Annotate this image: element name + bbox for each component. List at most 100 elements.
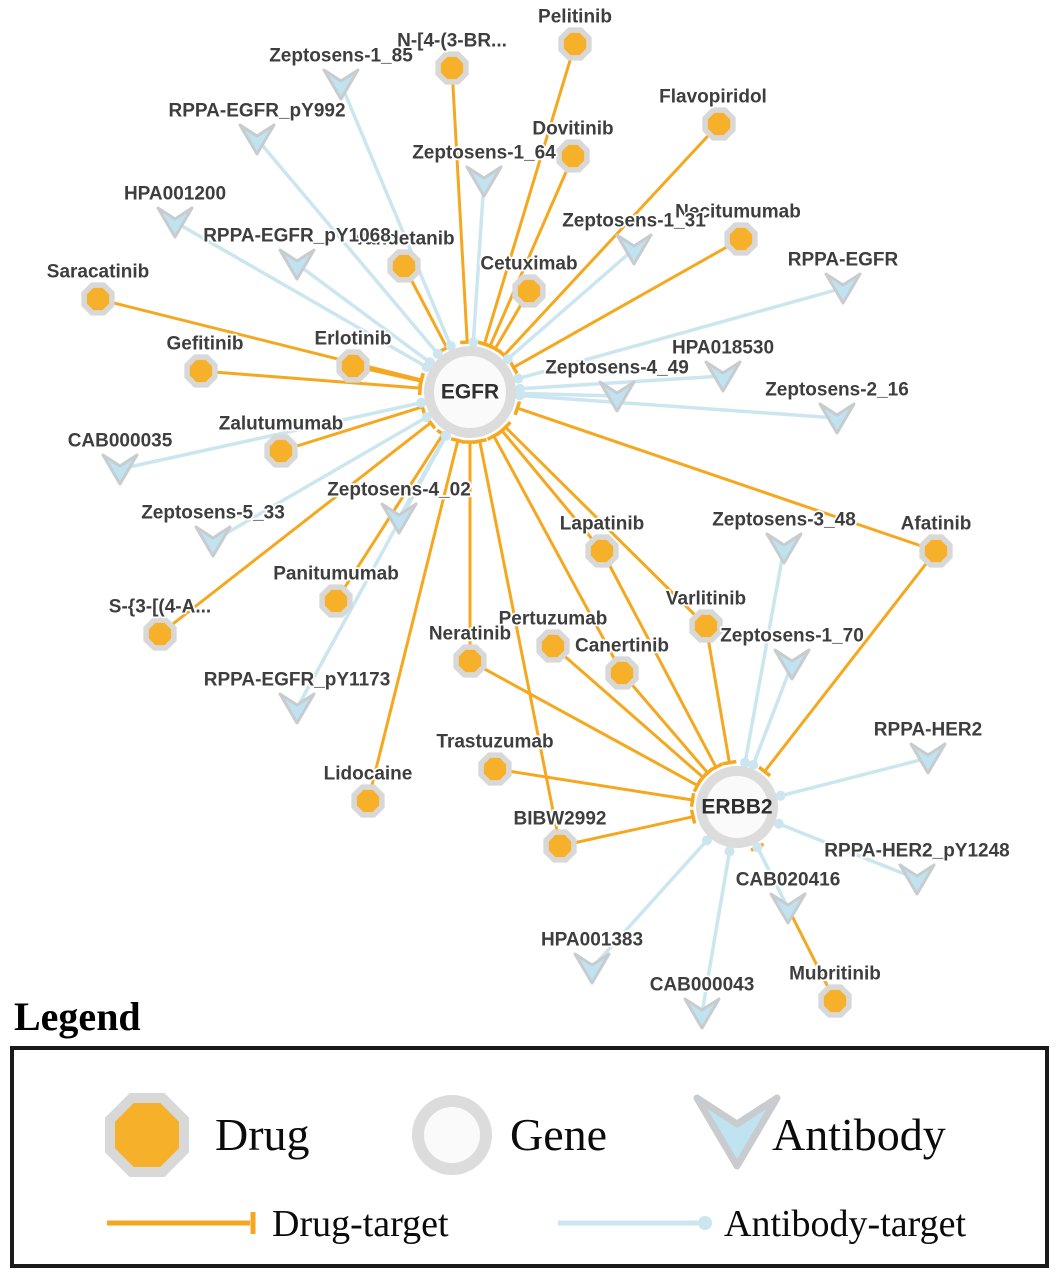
drug-target-edge-lapatinib-egfr <box>500 429 604 552</box>
antibody-target-dot <box>513 373 524 384</box>
drug-target-edge-pelitinib-egfr <box>482 43 577 345</box>
drug-target-edge-dovitinib-egfr <box>488 155 575 347</box>
antibody-node-rppa_py992[interactable] <box>238 123 276 156</box>
antibody-label-zep4_49: Zeptosens-4_49 <box>545 358 689 379</box>
drug-node-zalutumumab[interactable] <box>264 434 298 468</box>
drug-target-edge-lapatinib-erbb2 <box>600 550 718 768</box>
drug-node-varlitinib[interactable] <box>689 609 723 643</box>
legend-gene-icon <box>412 1095 492 1175</box>
drug-target-edge-lidocaine-egfr <box>366 440 460 802</box>
drug-node-mubritinib[interactable] <box>818 984 852 1018</box>
drug-node-s3_4a[interactable] <box>143 617 177 651</box>
antibody-label-hpa018530: HPA018530 <box>672 338 774 359</box>
antibody-node-cab000035[interactable] <box>101 453 139 486</box>
antibody-target-edge-cab000035-egfr <box>119 400 422 471</box>
legend-antibody-target-dot <box>698 1216 712 1230</box>
legend-box <box>10 1046 1049 1268</box>
antibody-node-zep4_02[interactable] <box>380 502 418 535</box>
drug-node-panitumumab[interactable] <box>319 584 353 618</box>
drug-target-tee <box>450 437 466 444</box>
drug-node-necitumumab[interactable] <box>724 222 758 256</box>
drug-node-cetuximab[interactable] <box>512 274 546 308</box>
drug-target-tee <box>697 770 710 784</box>
antibody-target-edge-rppa_py992-egfr <box>255 137 440 355</box>
drug-target-tee <box>417 373 425 389</box>
antibody-node-zep1_64[interactable] <box>465 165 503 198</box>
antibody-target-edge-hpa001383-erbb2 <box>590 839 709 970</box>
drug-target-tee <box>758 765 772 778</box>
antibody-node-hpa001383[interactable] <box>573 952 611 985</box>
drug-node-pertuzumab[interactable] <box>536 629 570 663</box>
drug-node-dovitinib[interactable] <box>556 139 590 173</box>
drug-label-zalutumumab: Zalutumumab <box>219 414 344 435</box>
antibody-node-zep5_33[interactable] <box>194 525 232 558</box>
drug-label-n4_3br: N-[4-(3-BR... <box>397 31 507 52</box>
antibody-target-edge-zep2_16-egfr <box>519 393 838 420</box>
antibody-node-hpa001200[interactable] <box>156 206 194 239</box>
drug-target-tee <box>508 360 519 375</box>
antibody-label-rppa_py1173: RPPA-EGFR_pY1173 <box>204 670 391 691</box>
drug-target-edge-gefitinib-egfr <box>200 369 421 390</box>
antibody-node-rppa_py1068[interactable] <box>278 248 316 281</box>
drug-node-lapatinib[interactable] <box>585 534 619 568</box>
antibody-node-rppa_her2[interactable] <box>909 742 947 775</box>
drug-target-edge-zalutumumab-egfr <box>280 405 423 453</box>
antibody-node-zep3_48[interactable] <box>765 532 803 565</box>
drug-node-gefitinib[interactable] <box>184 354 218 388</box>
drug-node-vandetanib[interactable] <box>387 249 421 283</box>
antibody-target-edge-zep5_33-egfr <box>212 415 428 543</box>
drug-node-saracatinib[interactable] <box>81 282 115 316</box>
drug-label-s3_4a: S-{3-[(4-A... <box>109 597 211 618</box>
drug-label-saracatinib: Saracatinib <box>47 262 149 283</box>
drug-target-edge-n4_3br-egfr <box>450 67 469 343</box>
antibody-label-cab020416: CAB020416 <box>736 870 841 891</box>
drug-target-edge-trastuzumab-erbb2 <box>494 767 693 802</box>
drug-node-neratinib[interactable] <box>453 644 487 678</box>
drug-node-trastuzumab[interactable] <box>478 752 512 786</box>
drug-target-edge-afatinib-egfr <box>516 406 937 553</box>
antibody-node-zep2_16[interactable] <box>818 402 856 435</box>
drug-node-erlotinib[interactable] <box>336 349 370 383</box>
drug-target-edge-flavopiridol-egfr <box>502 122 721 357</box>
antibody-node-zep1_31[interactable] <box>615 233 653 266</box>
antibody-target-edge-zep1_31-egfr <box>506 247 636 361</box>
antibody-target-dot <box>424 357 435 368</box>
antibody-label-zep5_33: Zeptosens-5_33 <box>141 503 285 524</box>
antibody-node-hpa018530[interactable] <box>704 360 742 393</box>
legend-antibody-icon <box>693 1094 781 1170</box>
drug-node-afatinib[interactable] <box>919 534 953 568</box>
antibody-label-hpa001200: HPA001200 <box>124 184 226 205</box>
antibody-node-rppa_egfr[interactable] <box>824 272 862 305</box>
gene-node-egfr[interactable] <box>424 346 516 438</box>
antibody-node-rppa_her2_py1248[interactable] <box>898 863 936 896</box>
antibody-target-edge-hpa001200-egfr <box>174 220 428 369</box>
drug-node-lidocaine[interactable] <box>351 784 385 818</box>
drug-node-pelitinib[interactable] <box>558 27 592 61</box>
antibody-node-zep1_85[interactable] <box>322 68 360 101</box>
antibody-target-edge-rppa_py1173-egfr <box>295 435 448 709</box>
antibody-node-zep1_70[interactable] <box>773 648 811 681</box>
drug-node-canertinib[interactable] <box>605 656 639 690</box>
drug-node-bibw2992[interactable] <box>543 829 577 863</box>
antibody-target-dot <box>441 430 451 441</box>
gene-node-erbb2[interactable] <box>696 766 778 848</box>
legend-drug-icon <box>105 1093 189 1177</box>
antibody-target-dot <box>416 397 427 408</box>
antibody-node-rppa_py1173[interactable] <box>278 692 316 725</box>
antibody-target-edge-rppa_her2_py1248-erbb2 <box>778 822 918 881</box>
antibody-target-edge-rppa_py1068-egfr <box>295 262 431 364</box>
drug-node-n4_3br[interactable] <box>435 51 469 85</box>
antibody-target-edge-cab000043-erbb2 <box>700 851 732 1014</box>
drug-target-tee <box>689 809 697 824</box>
antibody-node-zep4_49[interactable] <box>598 380 636 413</box>
drug-target-edge-canertinib-egfr <box>492 435 624 674</box>
antibody-target-dot <box>752 842 763 853</box>
drug-node-flavopiridol[interactable] <box>702 107 736 141</box>
antibody-node-cab020416[interactable] <box>769 892 807 925</box>
legend-gene-label: Gene <box>510 1109 607 1160</box>
network-graph: EGFRERBB2PelitinibN-[4-(3-BR...Dovitinib… <box>45 5 1012 1030</box>
antibody-target-dot <box>701 835 712 846</box>
antibody-node-cab000043[interactable] <box>683 997 721 1030</box>
antibody-label-zep1_31: Zeptosens-1_31 <box>562 211 706 232</box>
antibody-target-dot <box>773 818 784 829</box>
